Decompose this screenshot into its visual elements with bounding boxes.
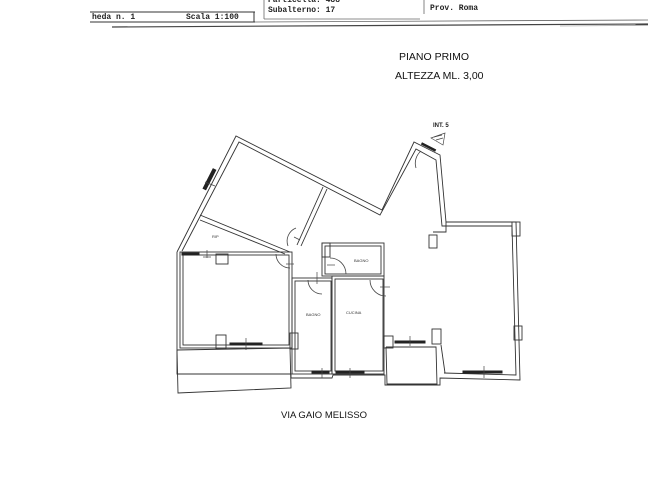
provincia-label: Prov. Roma: [430, 4, 479, 13]
room-label-bagno-2: BAGNO: [354, 258, 368, 263]
floor-title: PIANO PRIMO: [399, 51, 470, 63]
tick-marks: [203, 181, 485, 378]
floor-height: ALTEZZA ML. 3,00: [395, 70, 484, 82]
street-name: VIA GAIO MELISSO: [281, 410, 368, 421]
particella-label: Particella: 488: [268, 0, 341, 5]
subalterno-label: Subalterno: 17: [268, 6, 336, 15]
scale-label: Scala 1:100: [186, 13, 239, 22]
room-label-cucina: CUCINA: [346, 310, 362, 315]
door-swings: [275, 150, 422, 297]
header-frame-lines: [90, 0, 648, 28]
room-label-rip: RIP: [212, 234, 219, 239]
entrance-label: INT. 5: [433, 123, 449, 129]
cadastral-header: heda n. 1 Scala 1:100 Particella: 488 Su…: [0, 0, 648, 30]
scheda-number: heda n. 1: [92, 13, 136, 22]
entrance-arrow-icon: [430, 132, 446, 146]
windows: [181, 142, 503, 374]
room-label-bagno-1: BAGNO: [306, 312, 320, 317]
walls: [176, 135, 523, 394]
